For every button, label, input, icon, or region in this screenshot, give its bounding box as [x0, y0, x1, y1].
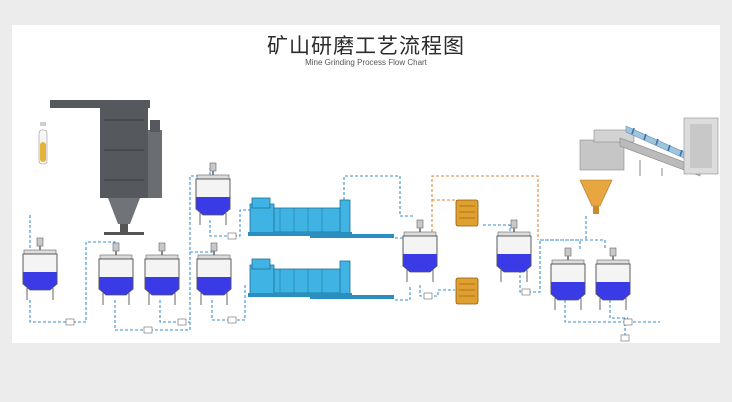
- conveyor-feeder-icon: [579, 117, 719, 214]
- orange-pipe: [431, 175, 539, 240]
- grinding-mill-icon: [247, 197, 395, 300]
- dust-collector-icon: [50, 100, 162, 235]
- filter-press-icon: [455, 199, 479, 305]
- test-tube-icon: [38, 122, 48, 165]
- chart-title: 矿山研磨工艺流程图: [267, 34, 465, 58]
- slurry-pipes: [29, 168, 660, 338]
- chart-subtitle: Mine Grinding Process Flow Chart: [305, 58, 427, 67]
